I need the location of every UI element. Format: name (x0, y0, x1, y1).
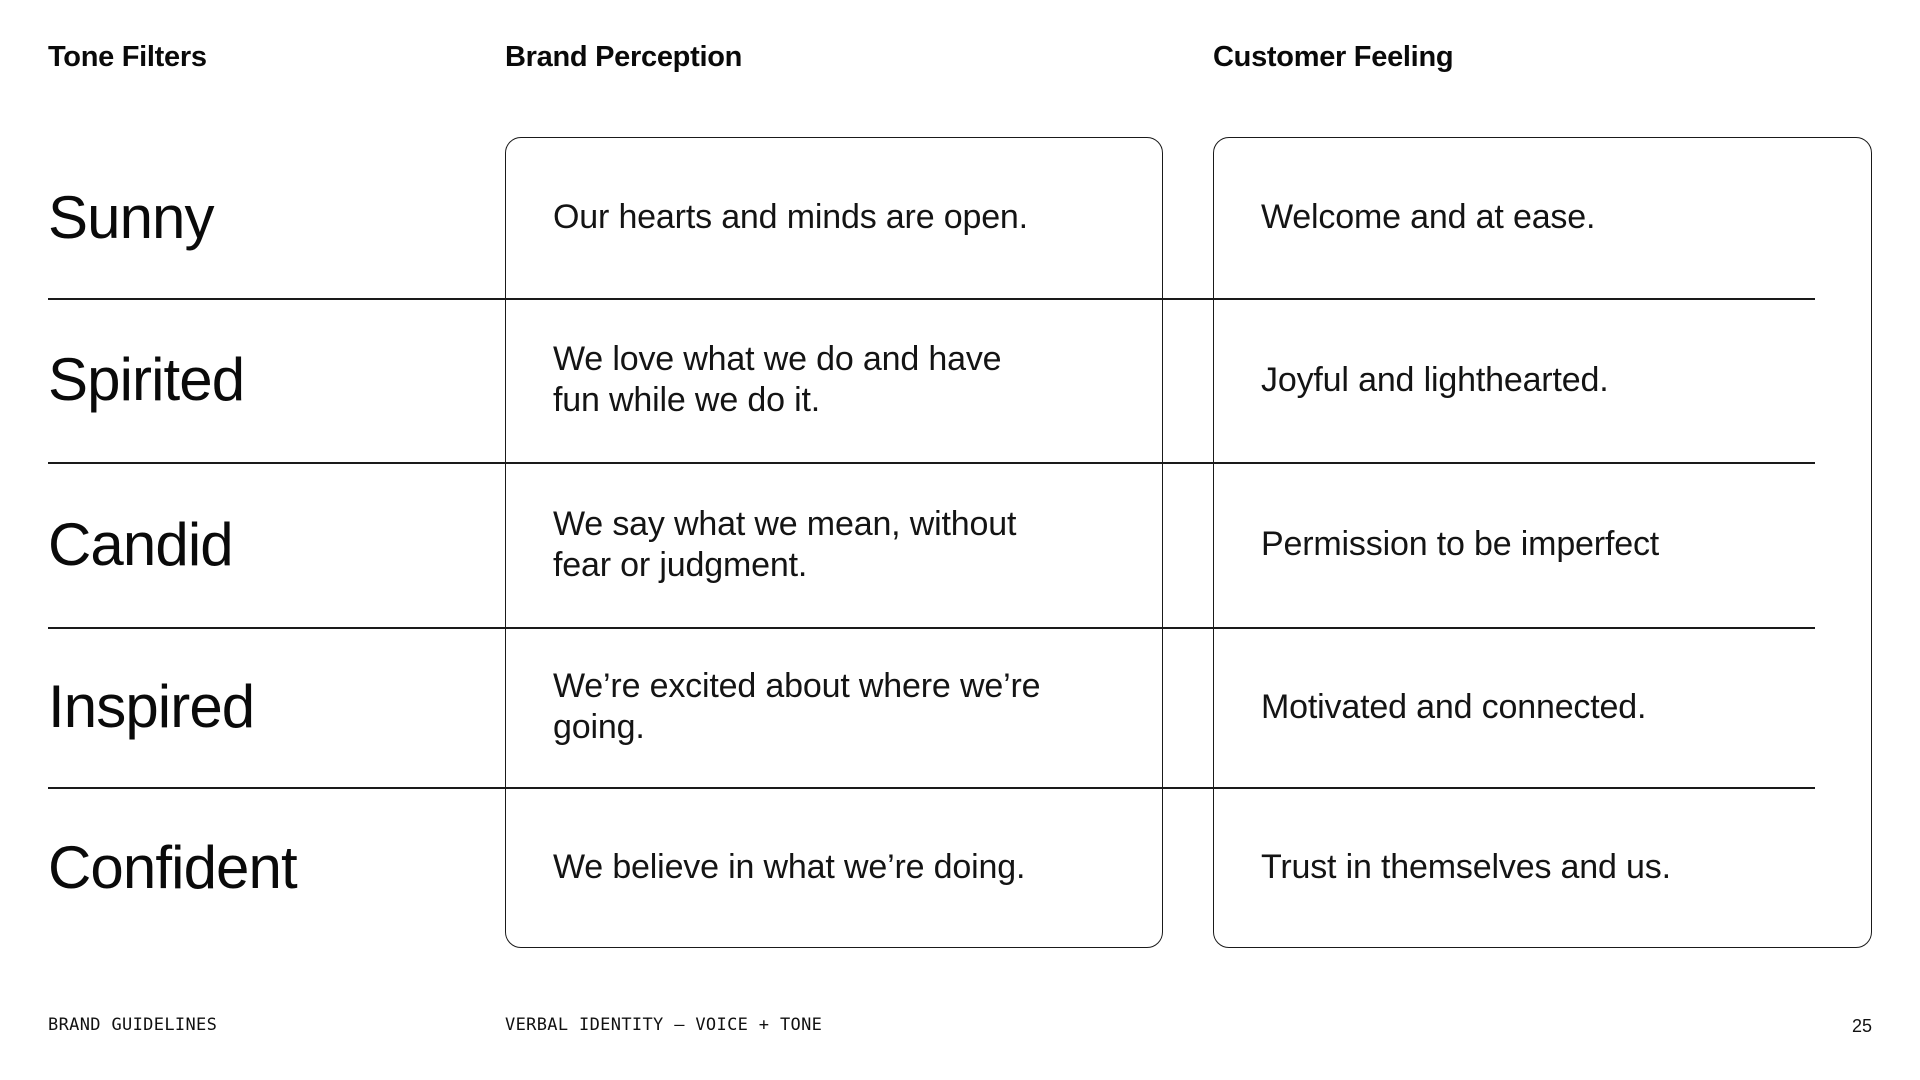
row-divider (48, 298, 1815, 300)
footer-brand-guidelines: BRAND GUIDELINES (48, 1015, 218, 1035)
tone-label-spirited: Spirited (48, 346, 245, 413)
tone-label-inspired: Inspired (48, 673, 255, 740)
brand-perception-cell: We love what we do and have fun while we… (553, 340, 1002, 419)
tone-label-candid: Candid (48, 510, 234, 578)
brand-perception-cell: We believe in what we’re doing. (553, 848, 1026, 887)
customer-feeling-box (1213, 137, 1872, 948)
footer-section-title: VERBAL IDENTITY — VOICE + TONE (505, 1015, 823, 1035)
brand-perception-box (505, 137, 1163, 948)
brand-perception-cell: We say what we mean, without fear or jud… (553, 504, 1017, 584)
tone-label-sunny: Sunny (48, 183, 215, 251)
footer-page-number: 25 (1851, 1016, 1872, 1036)
row-divider (48, 627, 1815, 629)
column-header-tone-filters: Tone Filters (48, 41, 207, 73)
row-divider (48, 787, 1815, 789)
brand-perception-cell: Our hearts and minds are open. (553, 198, 1028, 237)
customer-feeling-cell: Trust in themselves and us. (1261, 848, 1671, 887)
tone-label-confident: Confident (48, 833, 298, 901)
brand-perception-cell: We’re excited about where we’re going. (553, 667, 1041, 746)
row-divider (48, 462, 1815, 464)
column-header-customer-feeling: Customer Feeling (1213, 41, 1454, 73)
customer-feeling-cell: Motivated and connected. (1261, 687, 1647, 726)
customer-feeling-cell: Joyful and lighthearted. (1261, 360, 1609, 399)
customer-feeling-cell: Welcome and at ease. (1261, 198, 1596, 237)
column-header-brand-perception: Brand Perception (505, 41, 743, 73)
customer-feeling-cell: Permission to be imperfect (1261, 525, 1660, 564)
